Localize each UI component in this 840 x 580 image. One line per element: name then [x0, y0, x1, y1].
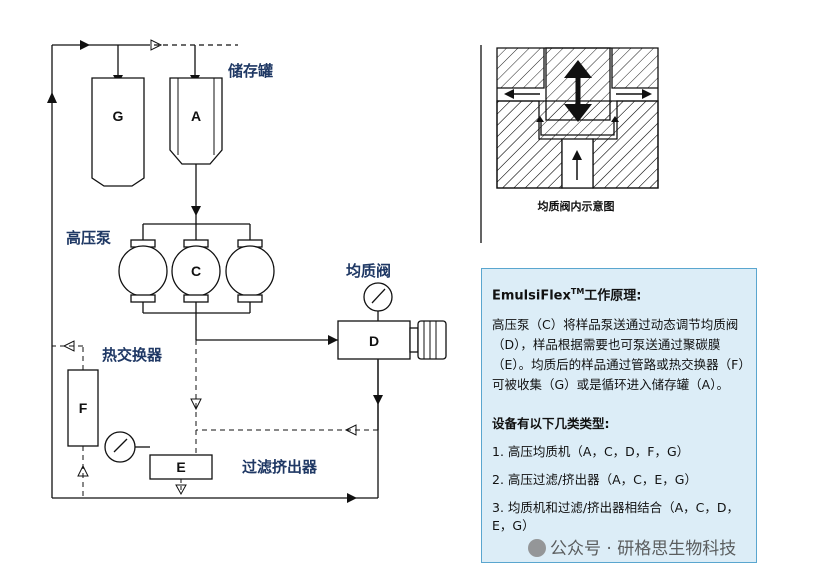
pump-C-label: C [191, 263, 201, 279]
info-paragraph: 高压泵（C）将样品泵送通过动态调节均质阀（D），样品根据需要也可泵送通过聚碳膜（… [492, 317, 745, 393]
info-title-tm: TM [570, 287, 585, 296]
info-title-brand: EmulsiFlex [492, 288, 571, 304]
arrow-to-D [328, 335, 338, 345]
valve-diagram-caption: 均质阀内示意图 [538, 199, 615, 213]
arrow-dashed-left [344, 424, 357, 436]
filter-extruder-E: E [104, 431, 213, 480]
info-title-suffix: 工作原理: [584, 288, 642, 304]
arrow-right-top [80, 40, 90, 50]
types-heading: 设备有以下几类类型: [492, 416, 610, 432]
arrow-up-left-loop [47, 92, 57, 103]
high-pressure-pumps-C [118, 224, 275, 314]
valve-D-label: D [369, 333, 379, 349]
type-item-1: 1. 高压均质机（A，C，D，F，G） [492, 444, 690, 460]
arrow-dashed-top [150, 39, 163, 51]
type-item-3: 3. 均质机和过滤/挤出器相结合（A，C，D，E，G） [492, 500, 740, 534]
heat-exchanger-F: F [67, 369, 99, 447]
collection-tank-G: G [91, 77, 145, 187]
filter-extruder-label: 过滤挤出器 [242, 458, 318, 476]
tank-A-label: A [191, 108, 201, 124]
exchanger-F-label: F [79, 400, 88, 416]
filter-E-label: E [176, 459, 185, 475]
arrow-dashed-to-E [190, 398, 202, 411]
arrow-left-bottom [347, 493, 357, 503]
arrow-A-to-pumps [191, 206, 201, 216]
arrow-dashed-below-E [175, 484, 187, 496]
homogenizing-valve-label: 均质阀 [346, 262, 391, 280]
storage-tank-A: A [169, 77, 223, 165]
arrow-dashed-up-F [77, 464, 89, 477]
info-title: EmulsiFlexTM工作原理: [492, 283, 746, 305]
tank-G-label: G [113, 108, 124, 124]
homogenizing-valve-D: D [337, 282, 447, 360]
watermark-text: 公众号 · 研格思生物科技 [550, 539, 737, 559]
type-item-2: 2. 高压过滤/挤出器（A，C，E，G） [492, 472, 697, 488]
arrow-dashed-left-F [62, 340, 75, 352]
high-pressure-pump-label: 高压泵 [66, 229, 111, 247]
storage-tank-label: 储存罐 [228, 62, 273, 80]
watermark: 公众号 · 研格思生物科技 [528, 534, 736, 559]
heat-exchanger-label: 热交换器 [102, 346, 163, 364]
valve-inner-diagram: 均质阀内示意图 [480, 45, 659, 243]
wechat-icon [528, 539, 546, 557]
info-panel: EmulsiFlexTM工作原理: 高压泵（C）将样品泵送通过动态调节均质阀（D… [481, 268, 757, 563]
